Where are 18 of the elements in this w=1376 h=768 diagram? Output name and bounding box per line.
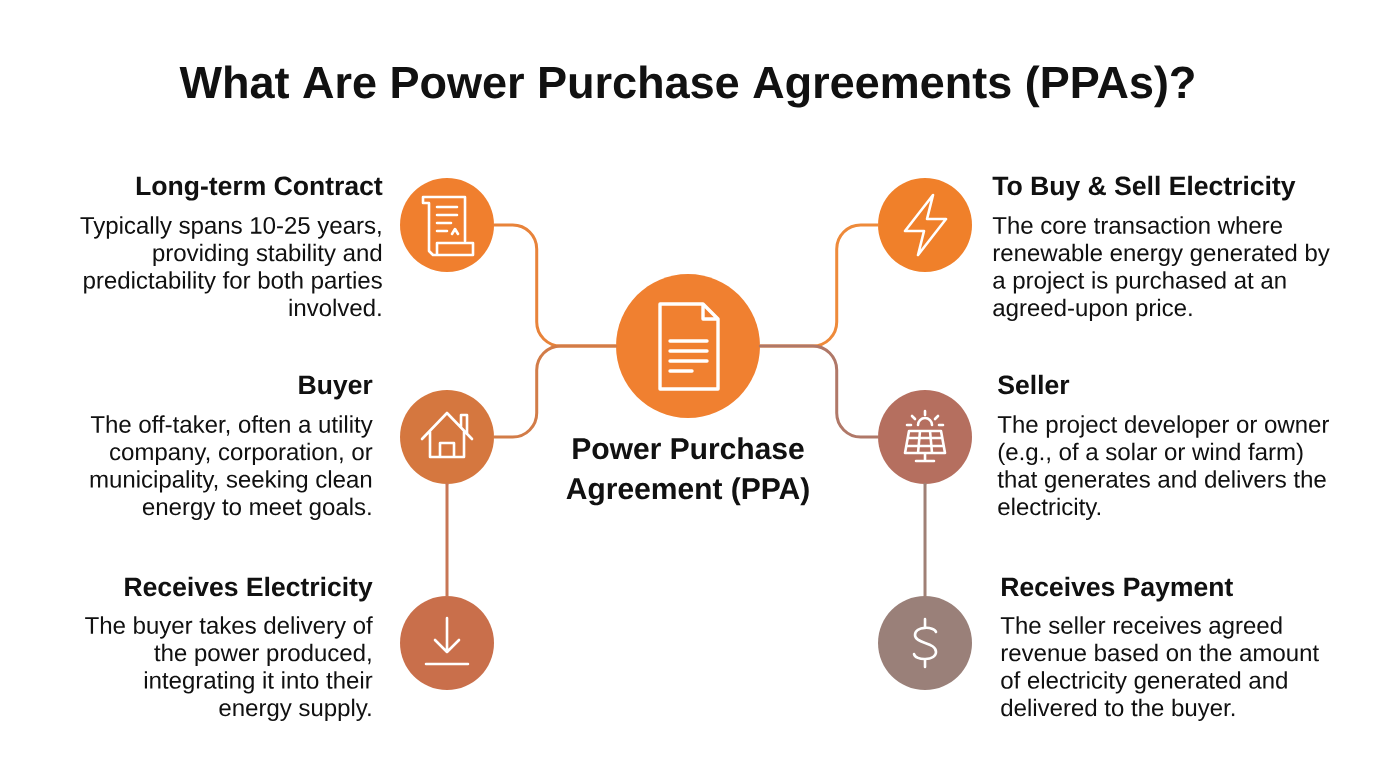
heading: Buyer <box>299 375 373 400</box>
heading: Seller <box>998 374 1070 395</box>
connector-line <box>923 482 927 598</box>
node-label: Power Purchase Agreement (PPA) <box>566 437 809 506</box>
connector-line <box>492 344 618 439</box>
title: What Are Power Purchase Agreements (PPAs)? <box>179 65 1194 108</box>
heading: Receives Electricity <box>125 576 373 602</box>
description: The seller receives agreed revenue based on the amount of electricity generated and delivered to the buyer. <box>1000 616 1319 722</box>
heading: Receives Payment <box>1002 576 1233 602</box>
description: The off-taker, often a utility company, corporation, or municipality, seeking clean energy to meet goals. <box>90 415 373 521</box>
connector-line <box>758 344 880 439</box>
description: The core transaction where renewable energy generated by a project is purchased at an agreed-upon price. <box>992 216 1330 322</box>
heading: Long-term Contract <box>136 176 383 201</box>
description: Typically spans 10-25 years, providing stability and predictability for both parties involved. <box>80 216 382 317</box>
connector-line <box>445 482 449 598</box>
description: The buyer takes delivery of the power produced, integrating it into their energy supply. <box>85 616 373 722</box>
description: The project developer or owner (e.g., of a solar or wind farm) that generates and delivers the electricity. <box>997 415 1329 521</box>
heading: To Buy & Sell Electricity <box>992 175 1296 201</box>
